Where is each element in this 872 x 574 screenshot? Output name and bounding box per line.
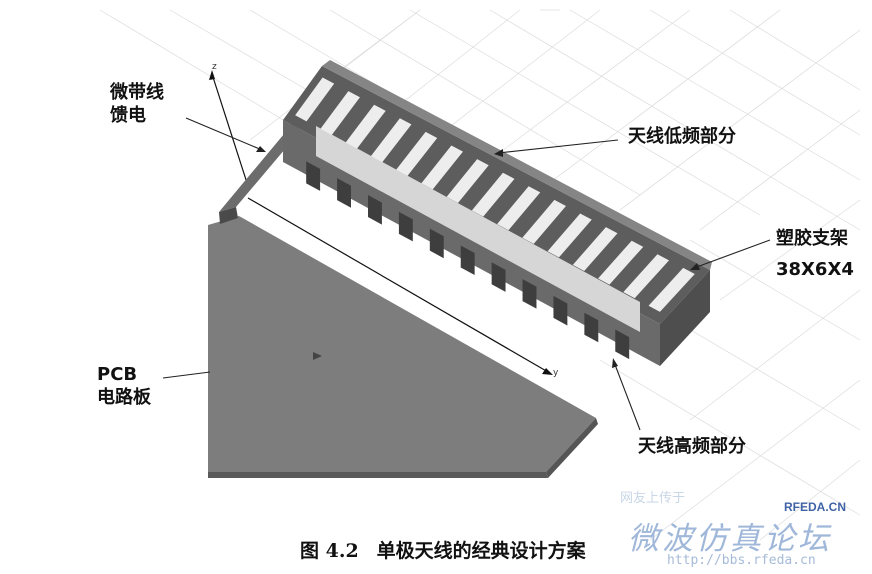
high-band-slot — [615, 329, 630, 360]
high-band-label: 天线高频部分 — [638, 436, 746, 457]
high-band-slot — [368, 195, 382, 225]
watermark-top: 网友上传于 — [620, 491, 686, 506]
low-band-slot — [648, 267, 695, 312]
coordinate-axes — [209, 70, 553, 375]
z-axis-arrow-icon — [209, 70, 215, 80]
feed-leader — [185, 117, 263, 151]
z-axis — [211, 73, 249, 187]
feed-label: 微带线 馈电 — [110, 82, 164, 127]
low-band-slot — [547, 213, 592, 258]
holder-leader — [693, 239, 771, 269]
low-band-slot — [396, 131, 438, 176]
high-band-slot — [429, 228, 444, 259]
low-band-slot — [497, 186, 541, 231]
watermark-brand: RFEDA.CN — [784, 500, 846, 514]
high-band-leader — [613, 361, 641, 431]
caption-text: 单极天线的经典设计方案 — [376, 540, 586, 562]
low-band-slot — [320, 91, 360, 136]
high-band-slot — [491, 262, 506, 292]
feed-label-line1: 微带线 — [110, 82, 164, 103]
y-axis — [247, 197, 549, 373]
high-band-slot — [522, 279, 537, 309]
caption-number: 图 4.2 — [300, 540, 359, 562]
high-band-slot — [584, 312, 599, 343]
low-band-slot — [421, 145, 463, 190]
pcb-label-line2: 电路板 — [97, 386, 151, 408]
high-band-slot — [337, 178, 351, 208]
pcb-label: PCB 电路板 — [97, 364, 151, 409]
high-band-meander — [306, 161, 630, 360]
z-axis-label: z — [212, 62, 217, 72]
high-band-strip — [316, 126, 640, 332]
low-band-slot — [295, 77, 335, 122]
pcb-leader — [162, 371, 211, 379]
figure-caption: 图 4.2 单极天线的经典设计方案 — [300, 536, 586, 563]
low-band-slot — [522, 199, 566, 244]
low-band-leader — [497, 139, 619, 154]
leader-lines — [162, 117, 771, 431]
low-band-slot — [572, 227, 618, 272]
low-band-slot — [345, 104, 386, 149]
high-band-slot — [460, 245, 475, 276]
low-band-label: 天线低频部分 — [628, 126, 736, 147]
holder-dimensions: 38X6X4 — [776, 258, 854, 280]
y-axis-arrow-icon — [542, 368, 553, 375]
low-band-slot — [446, 159, 489, 204]
holder-label-line1: 塑胶支架 — [776, 228, 848, 249]
watermark-title: 微波仿真论坛 — [628, 521, 832, 557]
high-band-slot — [398, 211, 413, 242]
watermark-url: http://bbs.rfeda.cn — [667, 553, 816, 568]
low-band-slot — [623, 254, 670, 299]
pcb-board — [208, 216, 598, 478]
high-band-slot — [553, 295, 568, 326]
pcb-marker-icon — [313, 352, 322, 360]
low-band-slot — [471, 172, 515, 217]
low-band-slot — [370, 118, 412, 163]
pcb-label-line1: PCB — [97, 364, 138, 385]
high-band-slot — [306, 161, 321, 191]
low-band-meander — [295, 77, 695, 312]
low-band-slot — [598, 240, 644, 285]
holder-label: 塑胶支架 38X6X4 — [776, 228, 854, 281]
y-axis-label: y — [553, 368, 559, 378]
feed-label-line2: 馈电 — [110, 104, 146, 126]
